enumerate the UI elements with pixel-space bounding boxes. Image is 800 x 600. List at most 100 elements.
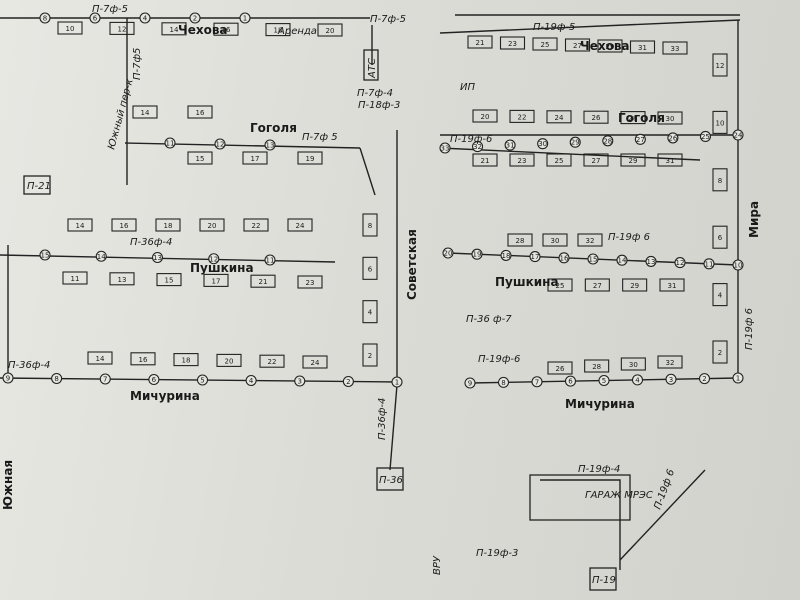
house-label-pushkina_left_top-24: 24 (296, 222, 305, 230)
house-gogolya_right_bot-27 (583, 153, 609, 167)
house-sovetskaya-8 (362, 213, 378, 237)
pole-label-gogolya_right-32: 32 (473, 143, 482, 151)
house-label-michurina_right-30: 30 (629, 361, 638, 369)
garage-label: ГАРАЖ МРЭС (585, 490, 653, 501)
house-chekhova_right-23 (499, 36, 526, 50)
house-label-gogolya_right_bot-29: 29 (629, 157, 638, 165)
pole-gogolya_left-11 (164, 137, 176, 149)
pole-label-michurina_right-4: 4 (635, 376, 640, 384)
house-label-gogolya_left_bot-15: 15 (196, 155, 205, 163)
pole-michurina_right-8 (497, 376, 510, 388)
house-gogolya_right_bot-21 (472, 153, 498, 167)
house-label-chekhova_right-29: 29 (606, 43, 615, 51)
feeder-p7f5-vert: П-7ф5 (132, 48, 143, 80)
pole-label-michurina_right-8: 8 (501, 379, 505, 387)
pole-pushkina_right-12 (674, 257, 686, 269)
pole-pushkina_left-15 (39, 249, 51, 261)
house-label-pushkina_right_top-28: 28 (516, 237, 525, 245)
pole-label-michurina_right-1: 1 (736, 375, 740, 383)
street-chekhova-right: Чехова (580, 39, 630, 53)
feeder-p19f6-gogol: П-19ф-6 (450, 134, 492, 145)
house-label-sovetskaya-8: 8 (368, 222, 372, 230)
pole-label-michurina_left-5: 5 (200, 377, 204, 385)
house-label-pushkina_right_bot-31: 31 (668, 282, 677, 290)
house-label-mira-2: 2 (718, 349, 722, 357)
house-pushkina_left_top-20 (199, 218, 225, 232)
substation-p21: П-21 (27, 181, 51, 192)
pole-gogolya_right-30 (537, 138, 549, 150)
pole-chekhova-4 (139, 12, 151, 24)
pole-gogolya_right-32 (472, 141, 484, 153)
pole-label-pushkina_right-10: 10 (734, 262, 743, 270)
pole-label-gogolya_right-28: 28 (603, 137, 612, 145)
house-gogolya_right_bot-31 (657, 153, 683, 167)
house-label-gogolya_right_bot-25: 25 (555, 157, 564, 165)
house-label-pushkina_right_bot-29: 29 (630, 282, 639, 290)
house-michurina_left-14 (87, 351, 113, 365)
pole-label-gogolya_left-11: 11 (166, 140, 175, 148)
house-label-michurina_left-18: 18 (182, 357, 191, 365)
house-gogolya_right_top-20 (472, 109, 498, 123)
pole-pushkina_right-15 (587, 253, 599, 265)
pole-label-pushkina_right-12: 12 (676, 259, 685, 267)
substation-vru: ВРУ (432, 555, 443, 575)
house-label-pushkina_left_bot-17: 17 (212, 277, 221, 285)
feeder-p19f6-mira: П-19ф 6 (744, 308, 755, 350)
house-michurina_right-26 (547, 361, 573, 375)
pole-michurina_left-9 (2, 372, 14, 384)
pole-label-pushkina_right-16: 16 (560, 254, 569, 262)
feeder-p7f4: П-7ф-4 (357, 88, 393, 99)
pole-gogolya_right-25 (699, 130, 711, 142)
house-label-gogolya_right_top-22: 22 (518, 113, 527, 121)
house-label-chekhova-12: 12 (118, 25, 127, 33)
pole-label-michurina_right-5: 5 (602, 377, 606, 385)
house-chekhova_right-21 (467, 35, 493, 49)
pole-gogolya_right-29 (569, 136, 581, 148)
house-label-pushkina_left_top-14: 14 (76, 222, 85, 230)
house-label-gogolya_left_top-14: 14 (141, 109, 150, 117)
house-pushkina_right_top-28 (507, 233, 533, 247)
street-mira: Мира (747, 201, 761, 238)
street-chekhova-left: Чехова (178, 23, 228, 37)
house-chekhova_right-31 (629, 40, 656, 54)
annotation-arenda: Аренда (277, 26, 317, 37)
substation-atc-box (363, 49, 379, 81)
pole-pushkina_left-14 (95, 250, 107, 262)
pole-label-pushkina_right-15: 15 (589, 256, 598, 264)
house-label-gogolya_right_bot-23: 23 (518, 157, 527, 165)
pole-label-pushkina_right-11: 11 (705, 260, 714, 268)
pole-label-michurina_right-6: 6 (568, 378, 573, 386)
house-michurina_left-16 (130, 352, 156, 366)
house-sovetskaya-2 (362, 343, 378, 367)
house-pushkina_right_bot-31 (659, 278, 685, 292)
house-chekhova-12 (109, 21, 135, 35)
house-label-pushkina_left_top-20: 20 (208, 222, 217, 230)
house-gogolya_left_bot-19 (297, 151, 323, 165)
house-label-mira-4: 4 (718, 292, 723, 300)
substation-p19: П-19 (592, 575, 616, 586)
house-gogolya_left_top-14 (132, 105, 158, 119)
house-label-gogolya_right_top-24: 24 (555, 114, 564, 122)
house-gogolya_left_top-16 (187, 105, 213, 119)
pole-label-michurina_left-8: 8 (54, 375, 58, 383)
house-label-michurina_right-26: 26 (556, 365, 565, 373)
feeder-p19f5-top: П-19ф-5 (533, 22, 575, 33)
street-sovetskaya: Советская (405, 229, 419, 300)
house-label-michurina_left-14: 14 (96, 355, 105, 363)
house-gogolya_right_top-22 (509, 109, 535, 123)
house-label-mira-6: 6 (718, 234, 723, 242)
feeder-p19f4: П-19ф-4 (578, 464, 620, 475)
house-chekhova-16 (213, 22, 239, 36)
house-pushkina_right_bot-25 (547, 278, 573, 292)
pole-label-pushkina_left-11: 11 (266, 257, 275, 265)
house-label-michurina_left-16: 16 (139, 356, 148, 364)
house-label-sovetskaya-4: 4 (368, 309, 373, 317)
pole-label-michurina_left-4: 4 (249, 377, 254, 385)
house-label-chekhova_right-33: 33 (671, 45, 680, 53)
house-label-chekhova_right-31: 31 (638, 44, 647, 52)
house-chekhova_right-27 (564, 38, 591, 52)
pole-michurina_left-1 (391, 376, 403, 388)
pole-michurina_left-2 (342, 375, 354, 388)
substation-p36-box (376, 467, 404, 491)
pole-gogolya_left-12 (214, 138, 226, 150)
